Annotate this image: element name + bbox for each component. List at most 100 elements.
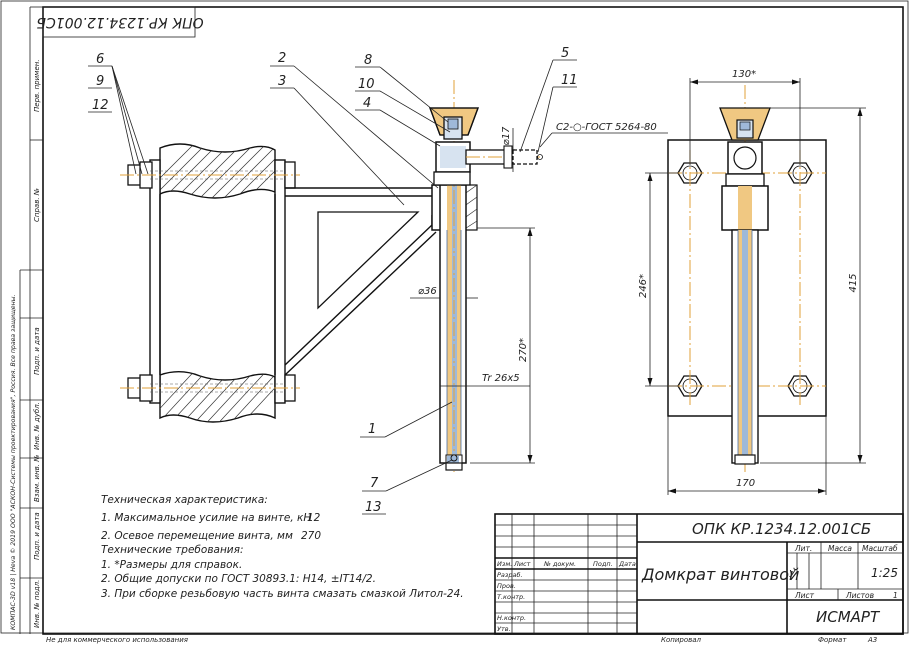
organization: ИСМАРТ: [816, 608, 881, 626]
callout-2: 2: [278, 51, 286, 66]
bottom-stop: [445, 454, 463, 471]
stamp-vzam-inv: Взам. инв. №: [33, 454, 41, 502]
dimension-130: 130*: [689, 69, 801, 165]
dim-415-text: 415: [848, 273, 859, 292]
dim-170-text: 170: [736, 478, 755, 489]
technical-notes: Техническая характеристика: 1. Максималь…: [101, 494, 464, 600]
bracket-arm: [284, 187, 437, 376]
col-izm: Изм.: [497, 560, 512, 568]
spec-item-2-value: 270: [301, 530, 321, 542]
spec-item-1: 1. Максимальное усилие на винте, кН: [101, 512, 311, 524]
stamp-podp-data-1: Подп. и дата: [33, 327, 41, 375]
callout-6: 6: [96, 52, 104, 67]
header-mass: Масса: [828, 544, 852, 553]
callout-5-11: 5 11: [519, 46, 578, 153]
dim-246-text: 246*: [638, 274, 649, 298]
callout-4: 4: [363, 96, 371, 111]
callout-5: 5: [561, 46, 569, 61]
col-list: Лист: [513, 560, 531, 568]
sheets-value: 1: [893, 591, 898, 600]
req-item-3: 3. При сборке резьбовую часть винта смаз…: [101, 588, 464, 600]
stamp-perv-primen: Перв. примен.: [33, 59, 41, 112]
upper-bolt: [120, 161, 300, 189]
callout-11: 11: [561, 73, 578, 88]
dimension-170: 170: [667, 416, 827, 495]
inverted-code-text: ОПК КР.1234.12.001СБ: [36, 14, 203, 30]
callout-12: 12: [92, 98, 109, 113]
copied-label: Копировал: [661, 636, 702, 644]
dimension-d17: ⌀17: [501, 126, 514, 172]
non-commercial-note: Не для коммерческого использования: [46, 636, 188, 644]
inverted-code-stamp: ОПК КР.1234.12.001СБ: [36, 6, 204, 38]
callout-1-text: 1: [368, 422, 376, 437]
stamp-podp-data-2: Подп. и дата: [33, 512, 41, 560]
header-lit: Лит.: [794, 544, 812, 553]
weld-note: С2-○-ГОСТ 5264-80: [539, 122, 668, 148]
dimension-270: 270*: [470, 227, 535, 464]
dimension-d36: ⌀36: [410, 286, 478, 299]
role-utv: Утв.: [497, 625, 511, 633]
sheets-label: Листов: [845, 591, 874, 600]
role-tkontr: Т.контр.: [497, 593, 525, 601]
col-podp: Подп.: [593, 560, 613, 568]
stamp-inv-dubl: Инв. № дубл.: [33, 402, 41, 450]
role-prov: Пров.: [497, 582, 516, 590]
role-razrab: Разраб.: [497, 571, 523, 579]
callout-6-9-12: 6 9 12: [88, 52, 149, 175]
title-block: Изм. Лист № докум. Подп. Дата Разраб. Пр…: [494, 513, 904, 635]
callout-8-10-4: 8 10 4: [355, 53, 451, 147]
dim-270-text: 270*: [518, 338, 529, 362]
front-view: ⌀17 ⌀36 270* Tr 26x5 С2-○-ГОСТ 5264-80 6: [88, 46, 668, 515]
screw-housing: [431, 80, 478, 472]
scale-value: 1:25: [871, 566, 898, 580]
callout-13: 13: [365, 500, 382, 515]
handle-bar: [465, 145, 543, 169]
callout-7: 7: [370, 476, 379, 491]
dimension-415: 415: [760, 107, 866, 464]
req-item-2: 2. Общие допуски по ГОСТ 30893.1: H14, ±…: [101, 573, 376, 585]
mounting-plate-front: [274, 159, 286, 404]
callout-2-3: 2 3: [270, 51, 439, 206]
spec-item-1-value: 12: [307, 512, 321, 524]
stamp-sprav-no: Справ. №: [33, 188, 41, 222]
side-screw-head: [719, 107, 771, 187]
dim-d17-text: ⌀17: [501, 126, 512, 145]
spec-item-2: 2. Осевое перемещение винта, мм: [101, 530, 293, 542]
product-name: Домкрат винтовой: [641, 565, 799, 584]
format-value: A3: [867, 636, 877, 644]
lower-bolt: [120, 374, 300, 402]
col-data: Дата: [618, 560, 636, 568]
format-label: Формат: [818, 636, 847, 644]
col-doc: № докум.: [543, 560, 576, 568]
callout-3: 3: [278, 74, 286, 89]
designation-text: ОПК КР.1234.12.001СБ: [692, 520, 871, 538]
callout-9: 9: [96, 74, 104, 89]
dim-thread-text: Tr 26x5: [482, 373, 520, 384]
dimension-thread: Tr 26x5: [440, 373, 530, 387]
drawing-border: [42, 6, 904, 635]
req-item-1: 1. *Размеры для справок.: [101, 559, 242, 571]
weld-note-text: С2-○-ГОСТ 5264-80: [556, 122, 657, 133]
stamp-inv-podl: Инв. № подл.: [33, 580, 41, 628]
dimension-246: 246*: [638, 172, 678, 387]
side-screw-body: [721, 185, 769, 465]
copyright-vertical: КОМПАС-3D v18 | Нeva © 2019 ООО "АСКОН-С…: [9, 294, 17, 630]
spec-title: Техническая характеристика:: [101, 494, 268, 506]
callout-8: 8: [364, 53, 372, 68]
sheet-label: Лист: [794, 591, 815, 600]
dim-d36-text: ⌀36: [418, 286, 437, 297]
req-title: Технические требования:: [101, 544, 243, 556]
side-stamp-column: Перв. примен. Справ. № Подп. и дата Инв.…: [9, 6, 43, 634]
lit-value: У: [789, 569, 796, 580]
mounting-flange: [149, 159, 161, 404]
header-scale: Масштаб: [862, 544, 898, 553]
role-nkontr: Н.контр.: [497, 614, 526, 622]
dim-130-text: 130*: [732, 69, 756, 80]
callout-10: 10: [358, 77, 375, 92]
callout-1: 1: [360, 401, 453, 438]
side-view: 130* 246* 415 170: [638, 69, 866, 495]
screw-head: [429, 107, 479, 186]
lower-beam-section: [159, 371, 276, 423]
